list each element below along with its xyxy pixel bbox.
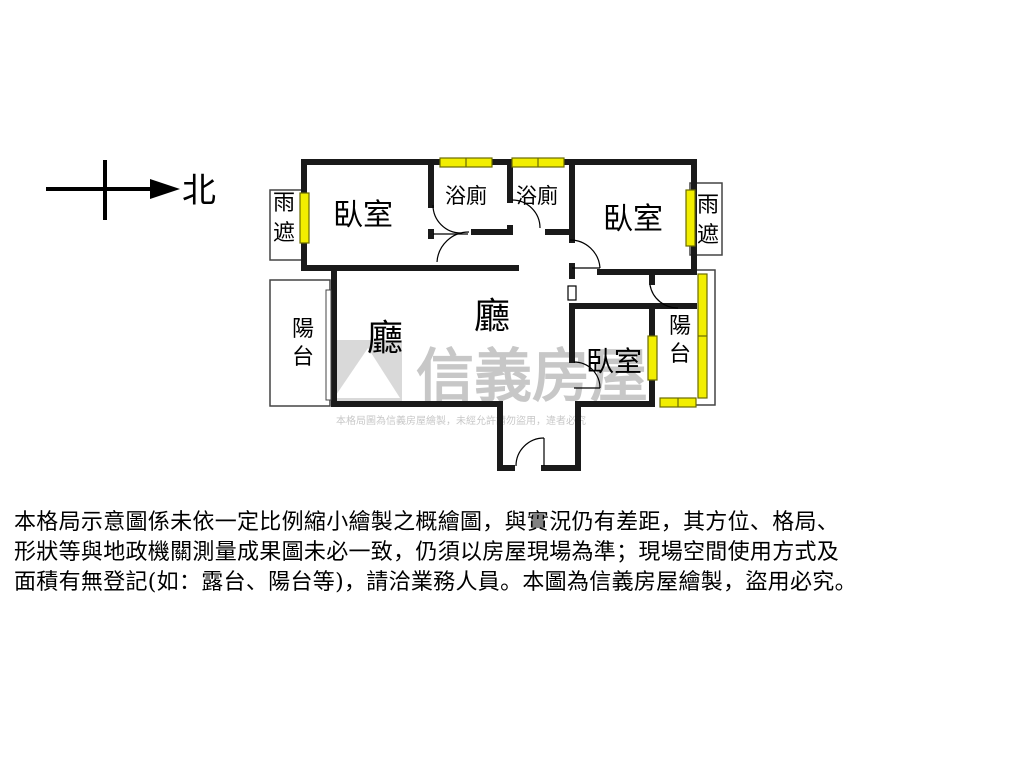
room-label-living-1: 廳 — [367, 318, 403, 359]
canopy-left-label: 雨遮 — [273, 191, 295, 246]
room-label-living-2: 廳 — [474, 296, 510, 337]
disclaimer-line: 本格局示意圖係未依一定比例縮小繪製之概繪圖，與實況仍有差距，其方位、格局、 — [14, 510, 840, 535]
door-swings — [432, 199, 679, 467]
compass-direction-label: 北 — [182, 171, 216, 211]
room-label-bath-2: 浴廁 — [516, 184, 558, 208]
room-label-bedroom-se: 臥室 — [586, 345, 642, 378]
watermark-brand: 信義房屋 — [416, 342, 648, 410]
balcony-right-label: 陽台 — [669, 314, 691, 367]
floor-plan: 北 信義房屋 本格局圖為信義房屋繪製，未經允許請勿盜用，違者必究 — [46, 157, 723, 471]
windows — [299, 157, 708, 408]
balcony-right-outline — [690, 269, 716, 406]
disclaimer-line: 面積有無登記(如：露台、陽台等)，請洽業務人員。本圖為信義房屋繪製，盜用必究。 — [14, 570, 857, 595]
balcony-left-label: 陽台 — [292, 317, 314, 370]
north-arrow-icon — [46, 160, 180, 220]
room-label-bedroom-ne: 臥室 — [603, 202, 663, 237]
canopy-right-label: 雨遮 — [697, 193, 719, 248]
watermark-notice: 本格局圖為信義房屋繪製，未經允許請勿盜用，違者必究 — [336, 414, 586, 427]
room-label-bedroom-nw: 臥室 — [333, 198, 393, 233]
disclaimer-text: 本格局示意圖係未依一定比例縮小繪製之概繪圖，與實況仍有差距，其方位、格局、 形狀… — [14, 508, 1014, 598]
disclaimer-line: 形狀等與地政機關測量成果圖未必一致，仍須以房屋現場為準；現場空間使用方式及 — [14, 540, 840, 565]
sliding-door-left — [325, 289, 332, 401]
watermark: 信義房屋 本格局圖為信義房屋繪製，未經允許請勿盜用，違者必究 — [332, 340, 648, 427]
balcony-left-outline — [269, 279, 331, 407]
room-label-bath-1: 浴廁 — [445, 184, 487, 208]
